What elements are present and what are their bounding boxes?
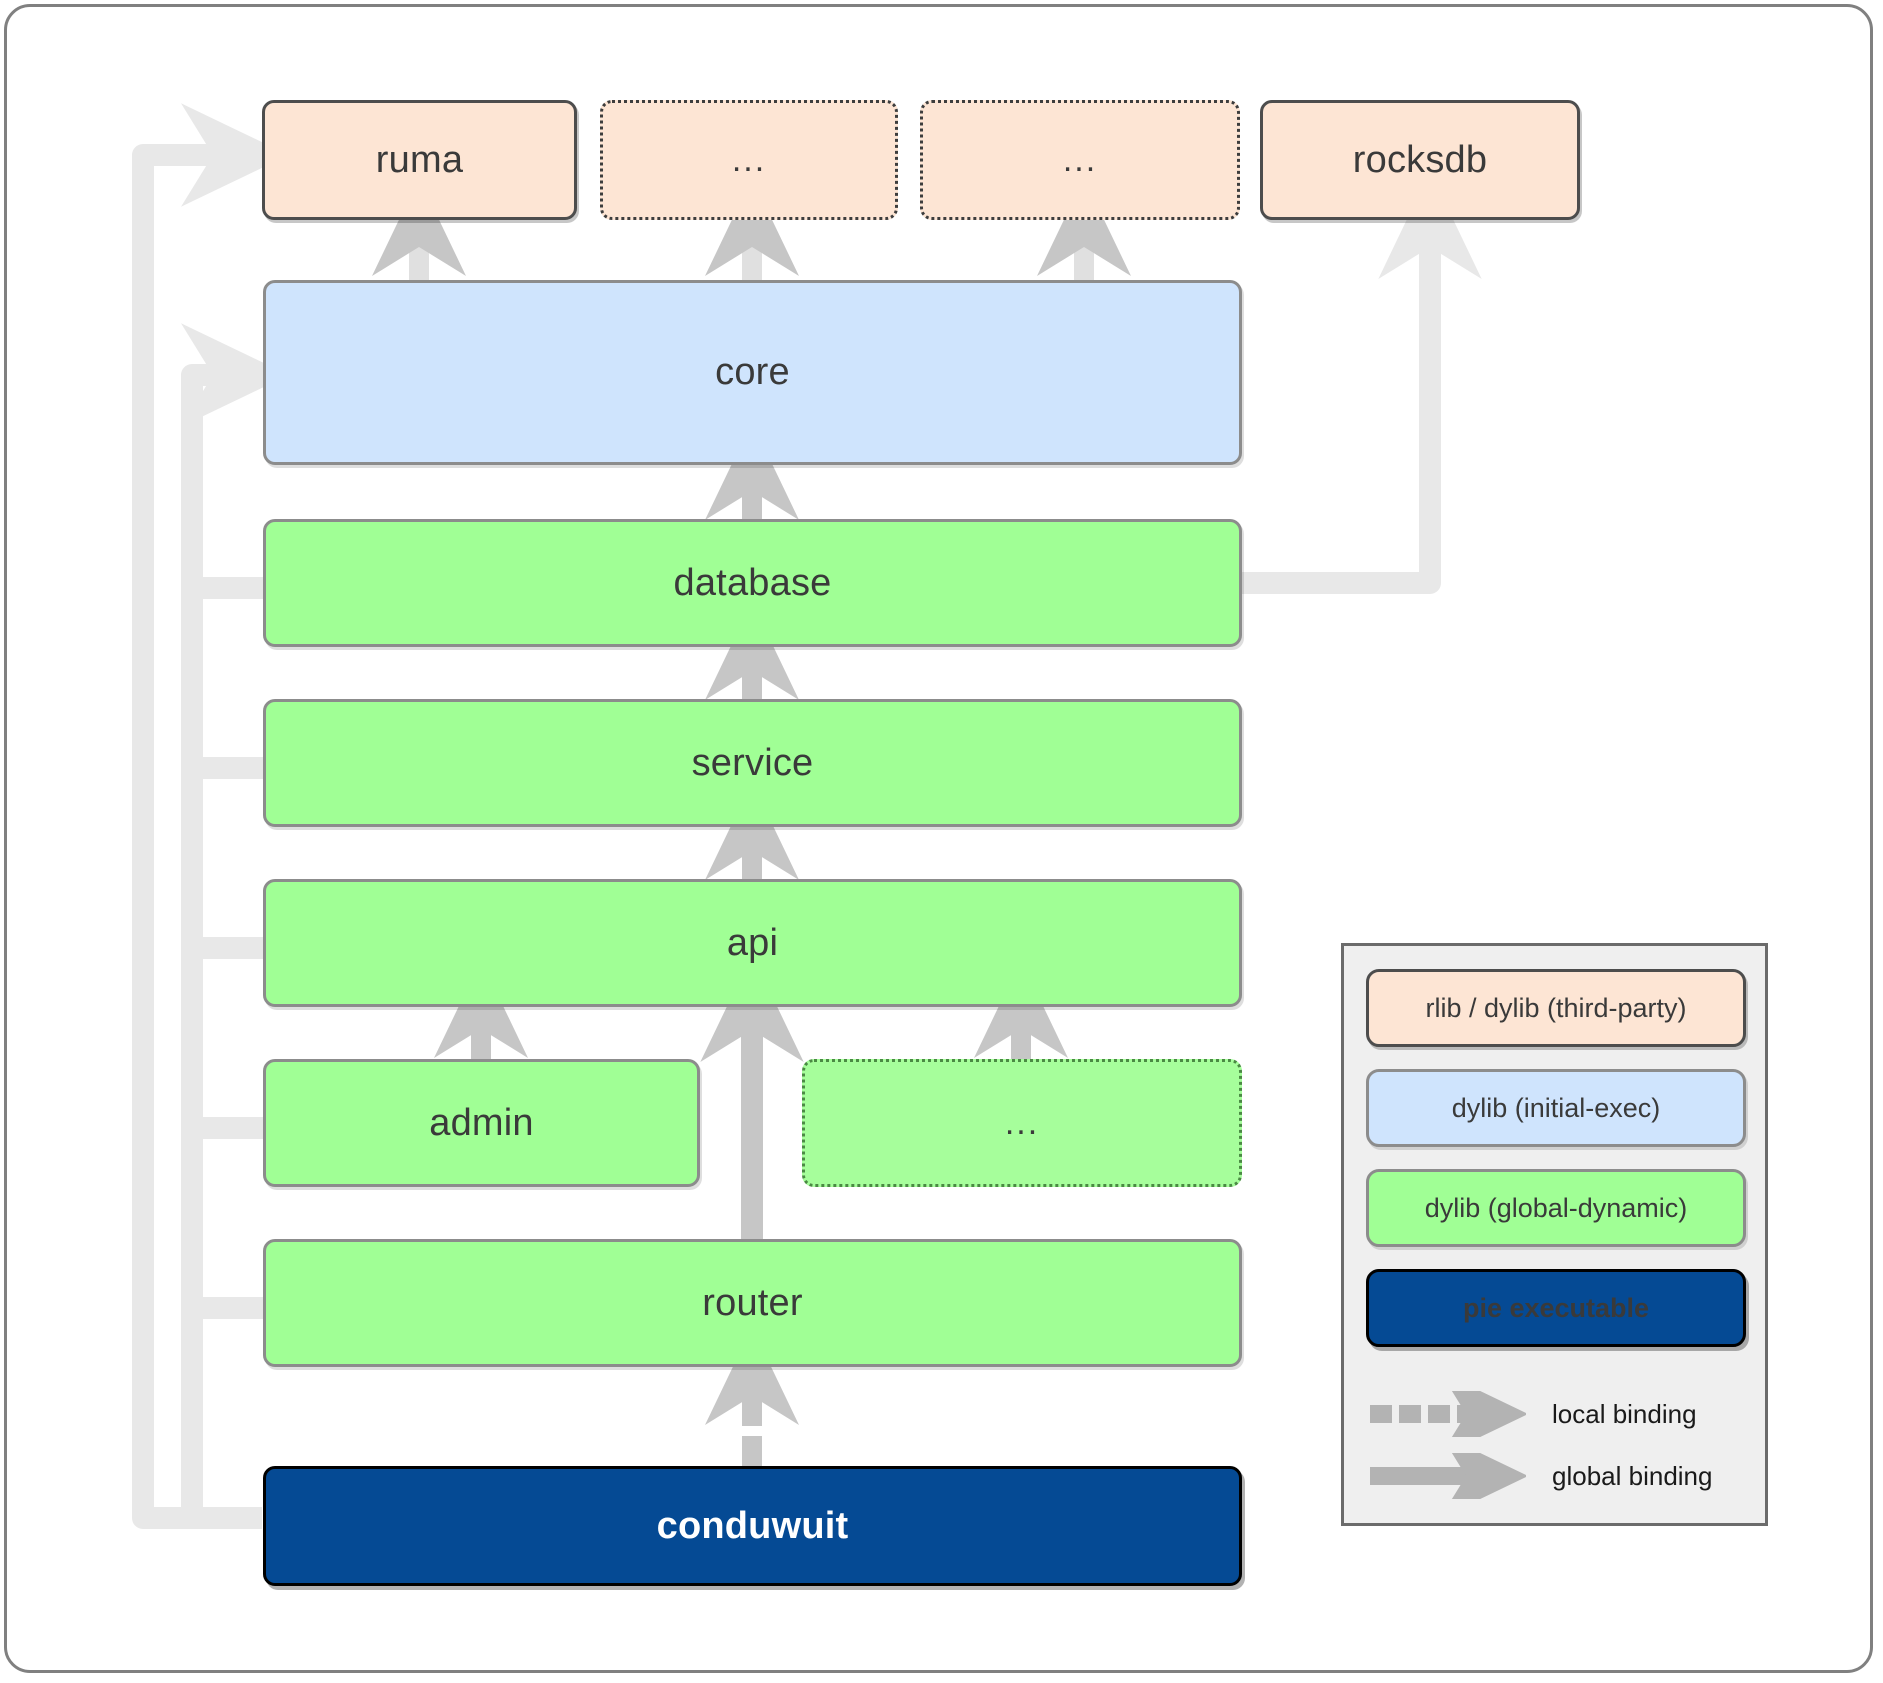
node-api[interactable]: api: [263, 879, 1242, 1007]
legend-row-local-binding: local binding: [1366, 1371, 1751, 1457]
node-router[interactable]: router: [263, 1239, 1242, 1367]
legend-swatch-global-dynamic: dylib (global-dynamic): [1366, 1169, 1746, 1247]
node-third-party-more-2-label: ...: [1062, 140, 1098, 179]
node-database-label: database: [673, 561, 832, 604]
legend-label-initial-exec: dylib (initial-exec): [1451, 1092, 1661, 1123]
local-binding-arrow-icon: [1366, 1371, 1529, 1457]
node-conduwuit[interactable]: conduwuit: [263, 1466, 1242, 1586]
node-admin-label: admin: [429, 1101, 534, 1144]
node-ruma[interactable]: ruma: [262, 100, 577, 220]
legend-label-global-binding: global binding: [1552, 1460, 1713, 1491]
node-api-more[interactable]: ...: [802, 1059, 1242, 1187]
legend-label-pie-executable: pie executable: [1462, 1292, 1650, 1323]
node-third-party-more-1-label: ...: [731, 140, 767, 179]
node-core-label: core: [715, 351, 790, 393]
node-rocksdb[interactable]: rocksdb: [1260, 100, 1580, 220]
legend-panel: rlib / dylib (third-party) dylib (initia…: [1341, 943, 1768, 1526]
legend-swatch-pie-executable: pie executable: [1366, 1269, 1746, 1347]
node-database[interactable]: database: [263, 519, 1242, 647]
node-ruma-label: ruma: [375, 138, 464, 181]
node-admin[interactable]: admin: [263, 1059, 700, 1187]
legend-row-global-binding: global binding: [1366, 1433, 1751, 1519]
legend-label-third-party: rlib / dylib (third-party): [1425, 992, 1687, 1023]
node-core[interactable]: core: [263, 280, 1242, 465]
node-api-more-label: ...: [1004, 1103, 1040, 1142]
node-third-party-more-1[interactable]: ...: [600, 100, 898, 220]
node-service-label: service: [691, 741, 814, 784]
node-rocksdb-label: rocksdb: [1352, 138, 1488, 181]
node-service[interactable]: service: [263, 699, 1242, 827]
legend-swatch-initial-exec: dylib (initial-exec): [1366, 1069, 1746, 1147]
node-api-label: api: [726, 921, 779, 964]
legend-label-global-dynamic: dylib (global-dynamic): [1424, 1192, 1688, 1223]
legend-swatch-third-party: rlib / dylib (third-party): [1366, 969, 1746, 1047]
node-third-party-more-2[interactable]: ...: [920, 100, 1240, 220]
node-router-label: router: [702, 1281, 803, 1324]
node-conduwuit-label: conduwuit: [656, 1504, 849, 1547]
legend-label-local-binding: local binding: [1552, 1398, 1697, 1429]
global-binding-arrow-icon: [1366, 1433, 1529, 1519]
